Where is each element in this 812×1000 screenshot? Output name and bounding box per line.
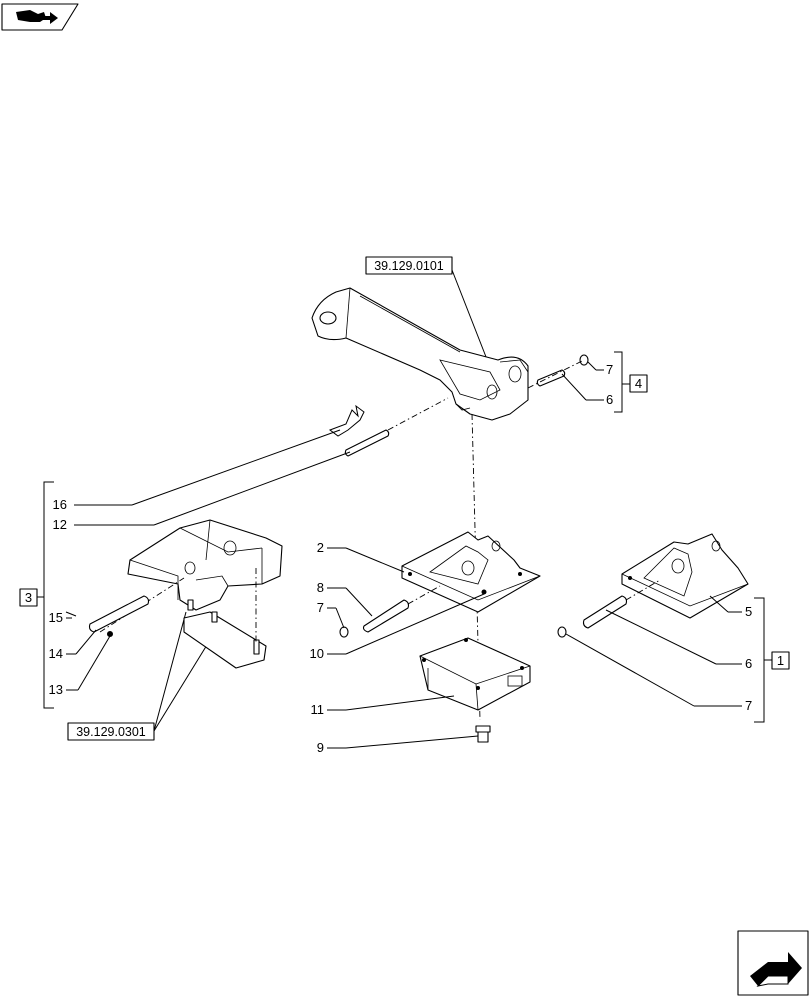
callout-14: 14 — [49, 646, 63, 661]
o-ring-right — [557, 626, 567, 638]
reference-box-top[interactable]: 39.129.0101 — [365, 256, 453, 275]
callout-13: 13 — [49, 682, 63, 697]
leader-lines — [66, 361, 742, 749]
reference-top-label: 39.129.0101 — [374, 259, 444, 273]
group-4-label: 4 — [635, 376, 642, 391]
group-bracket-1: 1 — [754, 597, 790, 723]
bracket-center — [401, 531, 541, 613]
callout-7-top: 7 — [606, 362, 613, 377]
bracket-right — [621, 533, 749, 619]
next-page-arrow-icon[interactable] — [737, 930, 809, 996]
pin-center — [362, 599, 410, 633]
cover-box-center — [419, 637, 531, 711]
callout-16: 16 — [53, 497, 67, 512]
callout-6-top: 6 — [606, 392, 613, 407]
callout-15: 15 — [49, 610, 63, 625]
callout-7-right: 7 — [745, 698, 752, 713]
callouts: 16 12 2 8 7 10 11 9 15 14 13 7 6 5 6 7 — [49, 362, 753, 755]
pin-top — [536, 369, 566, 387]
group-1-label: 1 — [777, 653, 784, 668]
callout-5: 5 — [745, 604, 752, 619]
book-arrow-icon[interactable] — [1, 3, 79, 31]
o-ring-top — [579, 354, 589, 366]
hitch-plate-left — [183, 599, 267, 669]
rod — [344, 429, 390, 457]
bolt-center — [475, 725, 491, 743]
reference-box-bottom[interactable]: 39.129.0301 — [67, 722, 155, 741]
callout-9: 9 — [317, 740, 324, 755]
pin-right — [582, 595, 628, 629]
pin-left — [88, 595, 150, 633]
reference-bottom-leader-a — [153, 611, 187, 732]
group-bracket-4: 4 — [614, 351, 648, 413]
callout-2: 2 — [317, 540, 324, 555]
callout-7-left: 7 — [317, 600, 324, 615]
hitch-block-left — [127, 519, 283, 611]
callout-8: 8 — [317, 580, 324, 595]
spring-clip — [328, 404, 365, 437]
reference-bottom-label: 39.129.0301 — [76, 725, 146, 739]
o-ring-center — [339, 626, 349, 638]
group-bracket-3: 3 — [19, 481, 54, 709]
small-bolt — [65, 611, 77, 617]
lift-arm — [311, 287, 529, 421]
reference-bottom-leader-b — [153, 639, 211, 732]
callout-12: 12 — [53, 517, 67, 532]
group-3-label: 3 — [25, 590, 32, 605]
pin-nut — [107, 631, 113, 637]
reference-top-leader — [451, 269, 489, 363]
callout-6-right: 6 — [745, 656, 752, 671]
callout-11: 11 — [311, 702, 325, 717]
callout-10: 10 — [310, 646, 324, 661]
